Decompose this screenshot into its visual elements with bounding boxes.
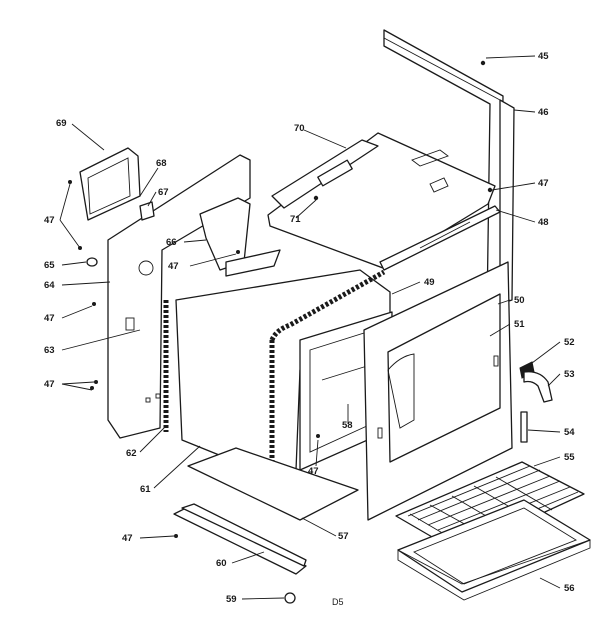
door-gasket bbox=[163, 269, 386, 470]
broil-pan bbox=[397, 499, 591, 601]
label-48: 48 bbox=[538, 217, 549, 228]
label-47-left-double: 47 bbox=[44, 379, 55, 390]
label-60: 60 bbox=[216, 558, 227, 569]
drawing-code: D5 bbox=[332, 597, 344, 607]
label-69: 69 bbox=[56, 118, 67, 129]
leader-lines bbox=[59, 55, 561, 600]
label-55: 55 bbox=[564, 452, 575, 463]
bracket bbox=[139, 201, 155, 221]
label-47-top-right: 47 bbox=[538, 178, 549, 189]
left-side-panel bbox=[107, 154, 251, 439]
part-labels: 45 46 47 48 49 50 51 52 53 54 55 56 57 5… bbox=[44, 51, 575, 607]
label-56: 56 bbox=[564, 583, 575, 594]
label-58: 58 bbox=[342, 420, 353, 431]
kick-rail bbox=[173, 503, 307, 575]
label-53: 53 bbox=[564, 369, 575, 380]
vent-duct bbox=[199, 197, 281, 277]
oven-rack bbox=[395, 461, 585, 553]
label-71: 71 bbox=[290, 214, 301, 225]
label-49: 49 bbox=[424, 277, 435, 288]
label-59: 59 bbox=[226, 594, 237, 605]
cabinet-top bbox=[267, 132, 496, 269]
label-65: 65 bbox=[44, 260, 55, 271]
label-67: 67 bbox=[158, 187, 169, 198]
label-54: 54 bbox=[564, 427, 575, 438]
label-68: 68 bbox=[156, 158, 167, 169]
label-52: 52 bbox=[564, 337, 575, 348]
label-62: 62 bbox=[126, 448, 137, 459]
label-64: 64 bbox=[44, 280, 55, 291]
oven-bottom bbox=[187, 447, 359, 521]
oven-liner bbox=[175, 269, 393, 479]
door-hinge bbox=[519, 361, 553, 443]
label-63: 63 bbox=[44, 345, 55, 356]
side-trim-strip bbox=[499, 99, 515, 305]
label-47-center: 47 bbox=[168, 261, 179, 272]
label-45: 45 bbox=[538, 51, 549, 62]
label-46: 46 bbox=[538, 107, 549, 118]
label-51: 51 bbox=[514, 319, 525, 330]
label-47-bottom-left: 47 bbox=[122, 533, 133, 544]
front-frame-rail bbox=[379, 205, 501, 271]
label-47-upper-left: 47 bbox=[44, 215, 55, 226]
label-66: 66 bbox=[166, 237, 177, 248]
front-frame bbox=[363, 261, 513, 521]
label-70: 70 bbox=[294, 123, 305, 134]
label-50: 50 bbox=[514, 295, 525, 306]
label-61: 61 bbox=[140, 484, 151, 495]
label-47-left: 47 bbox=[44, 313, 55, 324]
label-47-lower: 47 bbox=[308, 466, 319, 477]
back-cover bbox=[79, 147, 141, 221]
screw-59 bbox=[284, 592, 296, 604]
label-57: 57 bbox=[338, 531, 349, 542]
screws bbox=[68, 60, 493, 538]
